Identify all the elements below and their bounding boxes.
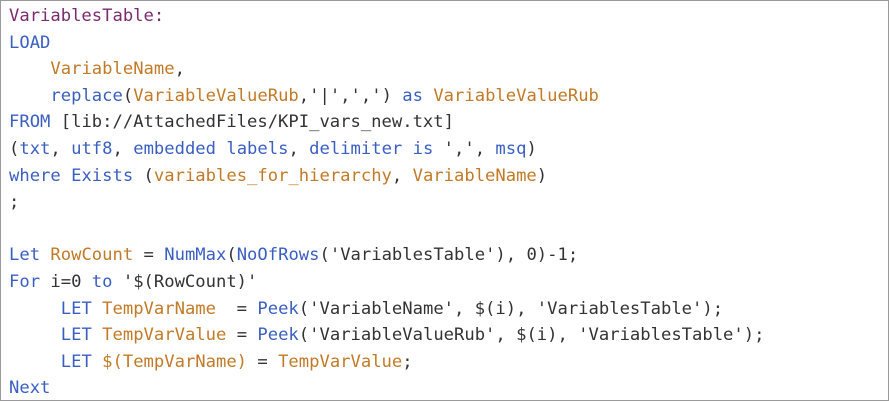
code-token: Peek <box>257 298 299 319</box>
code-line: replace(VariableValueRub,'|',',') as Var… <box>9 83 764 110</box>
code-line: where Exists (variables_for_hierarchy, V… <box>9 163 764 190</box>
code-token: TempVarValue <box>102 325 227 346</box>
code-token: , <box>174 59 185 80</box>
code-token: variables_for_hierarchy <box>153 165 392 186</box>
code-token: LET <box>60 298 92 319</box>
code-line: FROM [lib://AttachedFiles/KPI_vars_new.t… <box>9 109 764 136</box>
code-token: VariableName <box>50 59 175 80</box>
code-token: ) <box>536 165 548 186</box>
code-token: ',', <box>433 138 496 159</box>
code-token: TempVarValue <box>278 351 403 372</box>
code-token <box>92 325 102 345</box>
code-line: LET $(TempVarName) = TempVarValue; <box>9 349 764 376</box>
code-token: = <box>247 351 279 372</box>
code-token: ) <box>526 138 537 159</box>
code-token <box>61 166 71 186</box>
code-token: ; <box>9 192 20 213</box>
code-token: as <box>402 85 423 106</box>
code-token: [lib://AttachedFiles/KPI_vars_new.txt] <box>50 112 454 133</box>
code-token: = <box>215 298 258 319</box>
code-token: FROM <box>9 112 51 133</box>
code-line: LOAD <box>9 30 764 57</box>
code-line: VariableName, <box>9 56 764 83</box>
code-token: ( <box>9 138 20 159</box>
code-token: to <box>91 271 113 292</box>
code-token: replace <box>50 85 123 106</box>
code-token: = <box>133 245 165 266</box>
code-token: = <box>226 325 258 346</box>
code-token: utf8 <box>71 138 113 159</box>
code-token: , <box>112 138 134 159</box>
code-token: ,'|',',') <box>298 85 403 106</box>
code-token: ( <box>226 245 237 266</box>
code-token: NumMax <box>164 245 227 266</box>
code-token: Next <box>9 378 51 399</box>
code-token <box>9 59 50 79</box>
code-token: LET <box>60 325 92 346</box>
code-area[interactable]: VariablesTable: LOAD VariableName, replac… <box>9 3 764 402</box>
code-token: VariablesTable: <box>9 6 165 26</box>
code-token: ( <box>133 165 154 186</box>
code-token: Exists <box>71 165 134 186</box>
code-token: embedded labels <box>133 138 289 159</box>
code-token: Let <box>9 245 41 266</box>
code-token: msq <box>495 138 527 159</box>
code-token: where <box>9 165 61 186</box>
code-token: NoOfRows <box>236 245 320 266</box>
code-token <box>423 86 433 106</box>
code-token: LOAD <box>9 32 51 53</box>
code-token: delimiter is <box>309 138 434 159</box>
code-line: LET TempVarName = Peek('VariableName', $… <box>9 296 764 323</box>
code-token: '$(RowCount)' <box>112 271 258 292</box>
code-line: ; <box>9 189 764 216</box>
code-token: , <box>288 138 310 159</box>
code-token: VariableValueRub <box>433 85 599 106</box>
code-token: ; <box>402 351 413 372</box>
code-token: txt <box>19 138 51 159</box>
code-token <box>92 352 102 372</box>
code-token <box>9 299 61 319</box>
code-token <box>9 325 61 345</box>
code-token: LET <box>60 351 92 372</box>
code-token: ('VariableName', $(i), 'VariablesTable')… <box>298 298 724 319</box>
code-token: Peek <box>257 325 299 346</box>
code-token: ('VariablesTable'), 0)-1; <box>319 245 579 266</box>
code-token: $(TempVarName) <box>102 351 248 372</box>
code-token: VariableValueRub <box>133 85 299 106</box>
code-line: Let RowCount = NumMax(NoOfRows('Variable… <box>9 242 764 269</box>
code-token: For <box>9 271 41 292</box>
code-token: , <box>391 165 413 186</box>
code-token <box>9 86 50 106</box>
code-token: , <box>50 138 72 159</box>
code-line <box>9 216 764 243</box>
code-token <box>92 299 102 319</box>
code-token: ('VariableValueRub', $(i), 'VariablesTab… <box>298 325 765 346</box>
code-token <box>9 352 61 372</box>
code-token <box>40 245 50 265</box>
code-token: ( <box>122 85 134 106</box>
code-token: VariableName <box>412 165 537 186</box>
code-line: LET TempVarValue = Peek('VariableValueRu… <box>9 322 765 349</box>
code-line: (txt, utf8, embedded labels, delimiter i… <box>9 136 764 163</box>
code-line: Next <box>9 375 764 402</box>
code-token: RowCount <box>50 245 134 266</box>
code-line: VariablesTable: <box>9 3 764 30</box>
code-line: For i=0 to '$(RowCount)' <box>9 269 764 296</box>
code-token: TempVarName <box>102 298 216 319</box>
code-token: i=0 <box>40 271 92 292</box>
